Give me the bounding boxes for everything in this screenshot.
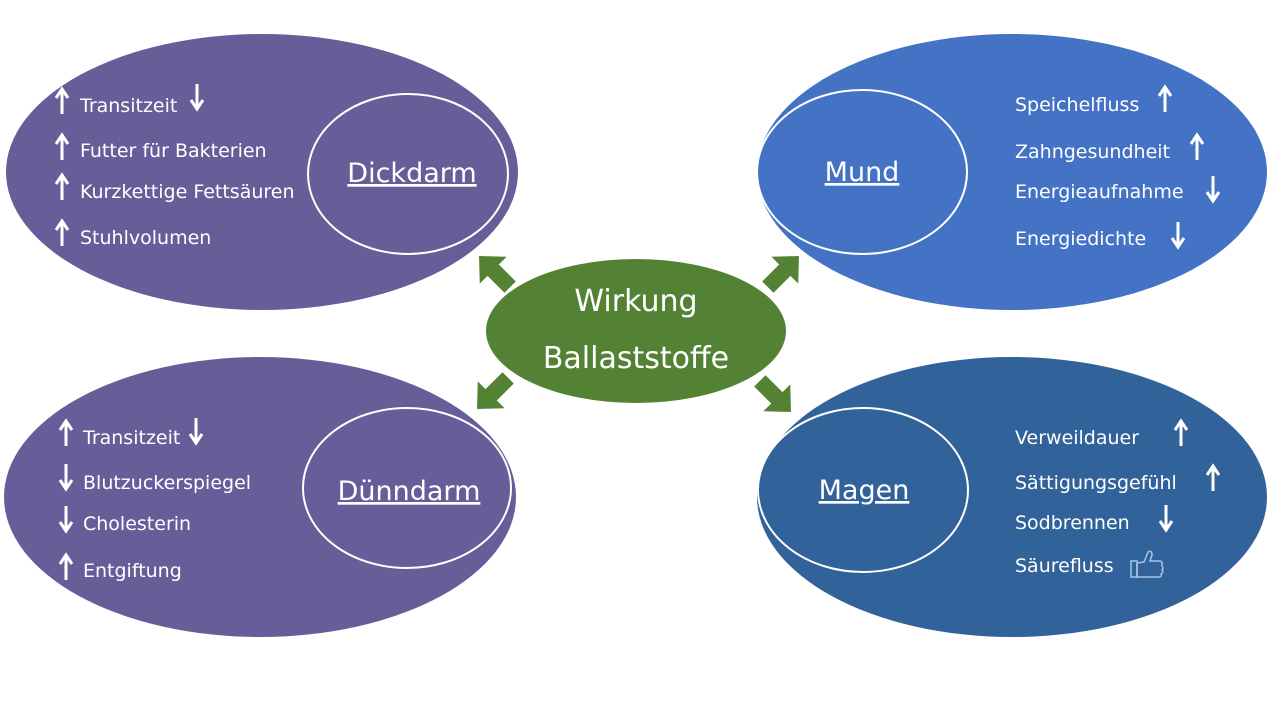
dickdarm-item-fettsaeuren: Kurzkettige Fettsäuren <box>80 181 295 203</box>
magen-title: Magen <box>819 475 910 506</box>
magen-group: Magen Verweildauer Sättigungsgefühl Sodb… <box>757 357 1267 637</box>
connector-arrow-bottom-left <box>477 372 514 409</box>
connector-arrow-bottom-right <box>754 375 791 412</box>
mund-title: Mund <box>825 157 900 188</box>
dickdarm-item-transitzeit: Transitzeit <box>79 95 177 117</box>
connector-arrow-top-right <box>762 256 799 293</box>
mund-item-energieaufnahme: Energieaufnahme <box>1015 181 1184 203</box>
magen-item-verweildauer: Verweildauer <box>1015 427 1139 449</box>
mund-item-energiedichte: Energiedichte <box>1015 228 1146 250</box>
mund-item-speichelfluss: Speichelfluss <box>1015 94 1139 116</box>
mund-item-zahngesundheit: Zahngesundheit <box>1015 141 1170 163</box>
dickdarm-item-stuhlvolumen: Stuhlvolumen <box>80 227 211 249</box>
magen-ellipse <box>757 357 1267 637</box>
duenndarm-item-transitzeit: Transitzeit <box>82 427 180 449</box>
center-ellipse <box>486 259 786 403</box>
mund-group: Mund Speichelfluss Zahngesundheit Energi… <box>756 34 1267 310</box>
center-node: Wirkung Ballaststoffe <box>486 259 786 403</box>
magen-item-sodbrennen: Sodbrennen <box>1015 512 1130 534</box>
duenndarm-item-entgiftung: Entgiftung <box>83 560 182 582</box>
mund-inner-circle <box>756 89 968 255</box>
dickdarm-ellipse <box>6 34 518 310</box>
dickdarm-inner-circle <box>307 93 509 255</box>
magen-inner-circle <box>757 407 969 573</box>
magen-item-saettigung: Sättigungsgefühl <box>1015 472 1177 494</box>
duenndarm-item-cholesterin: Cholesterin <box>83 513 191 535</box>
dickdarm-title: Dickdarm <box>347 158 476 189</box>
duenndarm-inner-circle <box>302 407 512 569</box>
magen-item-saeurefluss: Säurefluss <box>1015 555 1114 577</box>
duenndarm-item-blutzucker: Blutzuckerspiegel <box>83 472 251 494</box>
mund-ellipse <box>757 34 1267 310</box>
connector-arrow-top-left <box>479 256 516 293</box>
center-title-line1: Wirkung <box>574 284 697 319</box>
center-title-line2: Ballaststoffe <box>543 341 729 376</box>
duenndarm-group: Dünndarm Transitzeit Blutzuckerspiegel C… <box>4 357 516 637</box>
dickdarm-group: Dickdarm Transitzeit Futter für Bakterie… <box>6 34 518 310</box>
duenndarm-title: Dünndarm <box>338 476 481 507</box>
thumbs-up-icon <box>1130 550 1164 578</box>
dickdarm-item-futter: Futter für Bakterien <box>80 140 267 162</box>
